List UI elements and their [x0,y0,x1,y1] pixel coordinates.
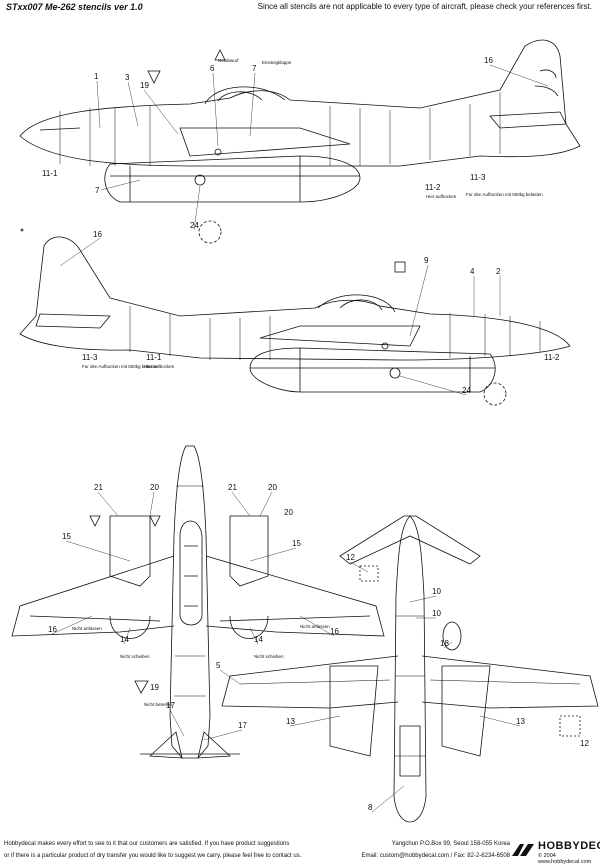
logo-text: HOBBYDECAL [538,840,600,852]
callout-11-1-b: 11-1 [146,353,162,362]
stencil-nicht-anfassen-right: Nicht anfassen [300,624,330,629]
callout-8: 8 [368,803,373,812]
callout-10-a: 10 [432,587,441,596]
sheet-title: STxx007 Me-262 stencils ver 1.0 [6,2,143,12]
callout-6: 6 [210,64,215,73]
callout-15-right: 15 [292,539,301,548]
stencil-nicht-betreten: Nicht betreten [144,702,173,707]
stencil-aufbocken-a: Hier aufbocken [426,194,457,199]
callout-20-left: 20 [150,483,159,492]
footer: Hobbydecal makes every effort to see to … [0,838,600,865]
callout-21-right: 21 [228,483,237,492]
callout-12-top: 12 [346,553,355,562]
stencil-nicht-schieben-left: Nicht schieben [120,654,150,659]
callout-2: 2 [496,267,501,276]
hobbydecal-logo: HOBBYDECAL © 2004 www.hobbydecal.com [510,840,600,865]
stencil-einsteigklappe: Einsteigklappe [262,60,292,65]
footer-email: Email: custom@hobbydecal.com / Fax: 82-2… [361,853,511,859]
callout-14-right: 14 [254,635,263,644]
stencil-aufbocken-b: Hier aufbocken [144,364,175,369]
logo-copyright: © 2004 www.hobbydecal.com [538,853,592,865]
footer-contact: Yangchun P.O.Box 99, Seoul 158-055 Korea… [330,838,511,862]
callout-13-left: 13 [286,717,295,726]
notice-text: Since all stencils are not applicable to… [257,2,592,11]
callout-11-3-b: 11-3 [82,353,98,362]
callout-19-lower: 19 [150,683,159,692]
callout-1: 1 [94,72,99,81]
top-view [11,445,385,759]
callout-14-left: 14 [120,635,129,644]
footer-disclaimer: Hobbydecal makes every effort to see to … [4,838,301,862]
footer-line-2: or if there is a particular product of d… [4,853,302,859]
stencil-nicht-schieben-right: Nicht schieben [254,654,284,659]
callout-16-right: 16 [330,627,339,636]
callout-16-top: 16 [484,56,493,65]
callout-7-top: 7 [252,64,257,73]
callout-18: 18 [440,639,449,648]
footer-address: Yangchun P.O.Box 99, Seoul 158-055 Korea [391,841,510,847]
callout-5: 5 [216,661,221,670]
callout-17-left: 17 [166,701,175,710]
header: STxx007 Me-262 stencils ver 1.0 Since al… [0,0,600,16]
callout-19: 19 [140,81,149,90]
callout-11-3-a: 11-3 [470,173,486,182]
callout-13-right: 13 [516,717,525,726]
callout-11-2-b: 11-2 [544,353,560,362]
warning-triangle-1 [147,70,161,84]
callout-11-2-a: 11-2 [425,183,441,192]
callout-11-1-a: 11-1 [42,169,58,178]
callout-21-left: 21 [94,483,103,492]
stencil-notabwurf: Notabwurf [218,58,239,63]
callout-16-mid: 16 [93,230,102,239]
callout-20-lower: 20 [284,508,293,517]
callout-20-right: 20 [268,483,277,492]
logo-mark-icon [512,844,534,856]
stencil-furden-b: Fur den Aufbocken mit 500kg belasten [82,364,159,369]
callout-15-left: 15 [62,532,71,541]
stencil-furden-a: Fur den Aufbocken mit 500kg belasten [466,192,543,197]
callout-17-right: 17 [238,721,247,730]
side-view-left [19,39,581,406]
callout-9: 9 [424,256,429,265]
callout-12-right: 12 [580,739,589,748]
warning-triangle-2 [214,49,226,61]
aircraft-drawing: 1 3 6 7 7 19 16 11-1 11-2 11-3 24 16 9 4… [11,39,599,823]
callout-3: 3 [125,73,130,82]
callout-4: 4 [470,267,475,276]
side-view-right [19,236,571,393]
callout-10-b: 10 [432,609,441,618]
callout-7-left: 7 [95,186,100,195]
callout-16-left: 16 [48,625,57,634]
bottom-view [221,515,599,823]
stencil-nicht-anfassen-left: Nicht anfassen [72,626,102,631]
callout-24-b: 24 [462,386,471,395]
footer-line-1: Hobbydecal makes every effort to see to … [4,841,290,847]
